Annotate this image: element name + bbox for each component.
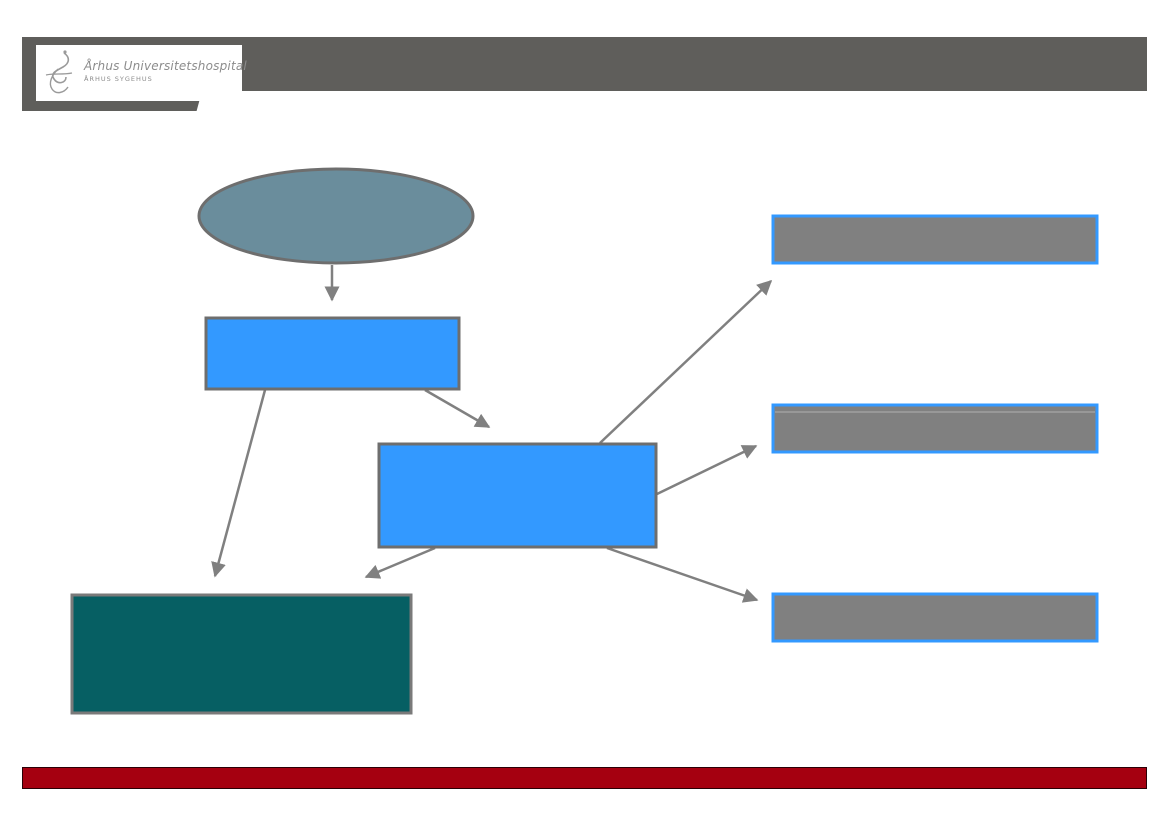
- gray-box-right-middle: [771, 403, 1099, 454]
- swirl-logo-icon: [45, 50, 73, 94]
- edge-upper-to-center: [424, 388, 491, 429]
- edge-center-to-gray-top: [599, 279, 773, 444]
- oval-top: [197, 167, 475, 265]
- logo-name: Århus Universitetshospital: [84, 59, 247, 73]
- blue-box-center: [377, 442, 658, 549]
- gray-box-right-top: [771, 214, 1099, 265]
- logo-subtitle: ÅRHUS SYGEHUS: [84, 75, 153, 83]
- edge-upper-to-teal: [211, 389, 267, 578]
- footer-bar: [22, 767, 1147, 789]
- edge-center-to-gray-bottom: [606, 546, 759, 603]
- blue-box-upper: [204, 316, 461, 391]
- gray-box-right-bottom: [771, 592, 1099, 643]
- edge-center-to-teal: [364, 546, 436, 579]
- edge-center-to-gray-middle: [656, 444, 758, 496]
- logo: Århus Universitetshospital ÅRHUS SYGEHUS: [36, 45, 247, 101]
- teal-box-bottom-left: [70, 593, 413, 715]
